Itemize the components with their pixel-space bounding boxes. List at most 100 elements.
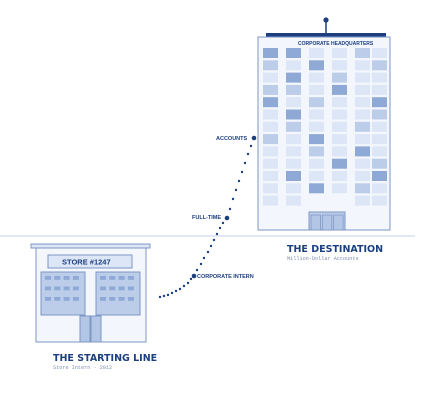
window-pane bbox=[118, 297, 125, 301]
window bbox=[309, 72, 324, 83]
window-pane bbox=[63, 276, 70, 280]
window bbox=[309, 183, 324, 194]
milestone-marker bbox=[224, 215, 230, 221]
window bbox=[332, 84, 347, 95]
window-pane bbox=[127, 276, 134, 280]
window bbox=[372, 109, 387, 120]
window bbox=[309, 146, 324, 157]
path-dot bbox=[237, 179, 241, 183]
window bbox=[332, 158, 347, 169]
window bbox=[372, 72, 387, 83]
path-dot bbox=[170, 291, 174, 295]
path-dot bbox=[186, 281, 190, 285]
window-pane bbox=[100, 286, 106, 291]
path-dot bbox=[178, 287, 182, 291]
store-sign-text: STORE #1247 bbox=[62, 258, 111, 267]
window-pane bbox=[109, 276, 116, 280]
window bbox=[286, 48, 301, 58]
window-pane bbox=[45, 297, 51, 301]
window bbox=[309, 84, 324, 95]
milestone-accounts: ACCOUNTS bbox=[216, 135, 257, 142]
window bbox=[263, 109, 278, 120]
path-dot bbox=[166, 293, 170, 297]
destination-subtitle: Million-Dollar Accounts bbox=[287, 256, 359, 262]
window bbox=[309, 109, 324, 120]
window bbox=[332, 48, 347, 58]
milestone-label: CORPORATE INTERN bbox=[197, 274, 254, 280]
store-door-right bbox=[90, 315, 102, 343]
window bbox=[286, 97, 301, 108]
window bbox=[286, 146, 301, 157]
store-door-left bbox=[79, 315, 91, 343]
path-dot bbox=[212, 238, 216, 242]
entrance-door-right bbox=[333, 214, 344, 231]
window bbox=[263, 121, 278, 132]
window bbox=[332, 134, 347, 145]
window bbox=[355, 134, 370, 145]
window bbox=[263, 183, 278, 194]
window bbox=[355, 72, 370, 83]
window bbox=[332, 97, 347, 108]
window bbox=[263, 72, 278, 83]
window bbox=[309, 134, 324, 145]
path-dot bbox=[195, 268, 199, 272]
path-dot bbox=[174, 289, 178, 293]
window bbox=[263, 84, 278, 95]
path-dot bbox=[158, 295, 162, 299]
window bbox=[355, 183, 370, 194]
path-dot bbox=[240, 170, 244, 174]
window bbox=[263, 146, 278, 157]
starting-line-subtitle: Store Intern · 2012 bbox=[53, 365, 112, 371]
window bbox=[372, 97, 387, 108]
path-dot bbox=[206, 250, 210, 254]
window-pane bbox=[100, 276, 106, 280]
window-pane bbox=[118, 286, 125, 291]
window bbox=[309, 60, 324, 71]
path-dot bbox=[199, 262, 203, 266]
window bbox=[332, 72, 347, 83]
window bbox=[355, 48, 370, 58]
window bbox=[332, 121, 347, 132]
store-roof bbox=[30, 243, 151, 249]
path-dot bbox=[221, 221, 225, 225]
window-pane bbox=[54, 297, 61, 301]
window bbox=[263, 48, 278, 58]
window-pane bbox=[54, 286, 61, 291]
window bbox=[372, 171, 387, 181]
window bbox=[372, 84, 387, 95]
window bbox=[286, 121, 301, 132]
path-dot bbox=[182, 284, 186, 288]
path-dot bbox=[162, 294, 166, 298]
window-pane bbox=[109, 297, 116, 301]
window bbox=[286, 72, 301, 83]
path-dot bbox=[249, 144, 253, 148]
headquarters-building: CORPORATE HEADQUARTERS THE DESTINATION M… bbox=[257, 17, 391, 262]
window bbox=[286, 195, 301, 206]
path-dot bbox=[215, 232, 219, 236]
milestone-full-time: FULL-TIME bbox=[192, 215, 230, 221]
window bbox=[332, 171, 347, 181]
window bbox=[263, 171, 278, 181]
window bbox=[286, 109, 301, 120]
headquarters-window-grid bbox=[263, 48, 387, 206]
window-pane bbox=[45, 286, 51, 291]
window-pane bbox=[72, 286, 79, 291]
window bbox=[372, 48, 387, 58]
window bbox=[355, 195, 370, 206]
window bbox=[263, 158, 278, 169]
path-dot bbox=[246, 152, 250, 156]
window-pane bbox=[72, 276, 79, 280]
window bbox=[309, 158, 324, 169]
window bbox=[372, 134, 387, 145]
window bbox=[332, 60, 347, 71]
path-dot bbox=[189, 277, 193, 281]
path-dot bbox=[234, 188, 238, 192]
window bbox=[332, 109, 347, 120]
window-pane bbox=[63, 297, 70, 301]
window bbox=[355, 84, 370, 95]
window-pane bbox=[72, 297, 79, 301]
window bbox=[263, 134, 278, 145]
milestone-corporate-intern: CORPORATE INTERN bbox=[191, 273, 254, 280]
window-pane bbox=[127, 297, 134, 301]
